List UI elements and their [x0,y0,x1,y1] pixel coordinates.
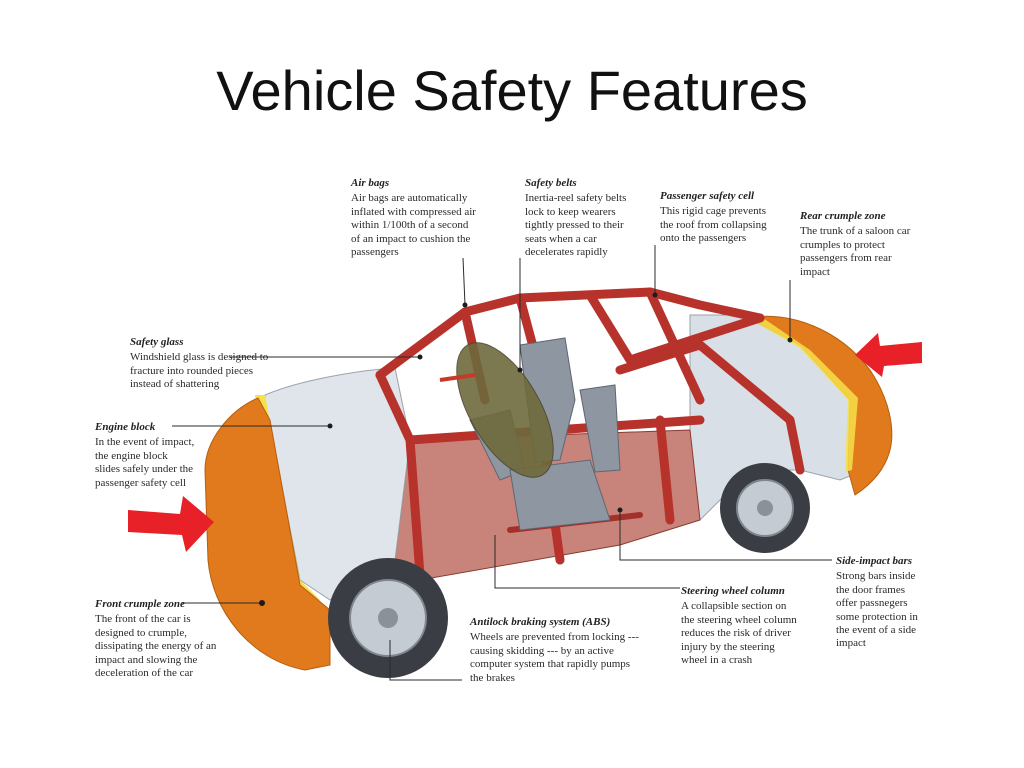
callout-body: A collapsible section on the steering wh… [681,600,797,667]
callout-body: The trunk of a saloon car crumples to pr… [800,225,911,278]
callout-title: Antilock braking system (ABS) [470,616,611,628]
callout-title: Safety belts [525,177,577,189]
slide-title: Vehicle Safety Features [216,59,808,122]
front-wheel [328,558,448,678]
callout-title: Safety glass [130,336,184,348]
callout-engine-block: Engine block In the event of impact, the… [95,421,195,490]
callout-body: Wheels are prevented from locking --- ca… [470,631,639,684]
callout-title: Rear crumple zone [800,210,886,222]
callout-passenger-safety-cell: Passenger safety cell This rigid cage pr… [660,190,780,246]
callout-body: Air bags are automatically inflated with… [351,192,476,259]
front-crumple-zone [204,397,331,671]
callout-safety-glass: Safety glass Windshield glass is designe… [130,336,285,392]
steering-column [439,373,476,382]
callout-body: This rigid cage prevents the roof from c… [660,205,767,245]
callout-title: Side-impact bars [836,555,913,567]
callout-title: Passenger safety cell [660,190,755,202]
rear-impact-arrow [855,333,922,377]
callout-air-bags: Air bags Air bags are automatically infl… [351,177,476,259]
callout-body: In the event of impact, the engine block… [95,436,195,489]
front-impact-arrow [128,496,214,552]
callout-body: Windshield glass is designed to fracture… [130,351,269,391]
rear-crumple-zone [746,315,893,496]
airbag [456,342,554,478]
callout-title: Front crumple zone [95,598,185,610]
callout-steering-wheel-column: Steering wheel column A collapsible sect… [681,585,801,667]
rear-wheel [720,463,810,553]
callout-safety-belts: Safety belts Inertia-reel safety belts l… [525,177,643,259]
callout-title: Steering wheel column [681,585,785,597]
callout-front-crumple-zone: Front crumple zone The front of the car … [95,598,220,680]
callout-abs: Antilock braking system (ABS) Wheels are… [470,616,645,685]
callout-body: Strong bars inside the door frames offer… [836,570,918,650]
callout-rear-crumple-zone: Rear crumple zone The trunk of a saloon … [800,210,920,279]
callout-title: Air bags [351,177,390,189]
callout-title: Engine block [95,421,156,433]
callout-side-impact-bars: Side-impact bars Strong bars inside the … [836,555,926,651]
callout-body: Inertia-reel safety belts lock to keep w… [525,192,627,259]
leader-lines [172,245,832,681]
callout-body: The front of the car is designed to crum… [95,613,217,680]
